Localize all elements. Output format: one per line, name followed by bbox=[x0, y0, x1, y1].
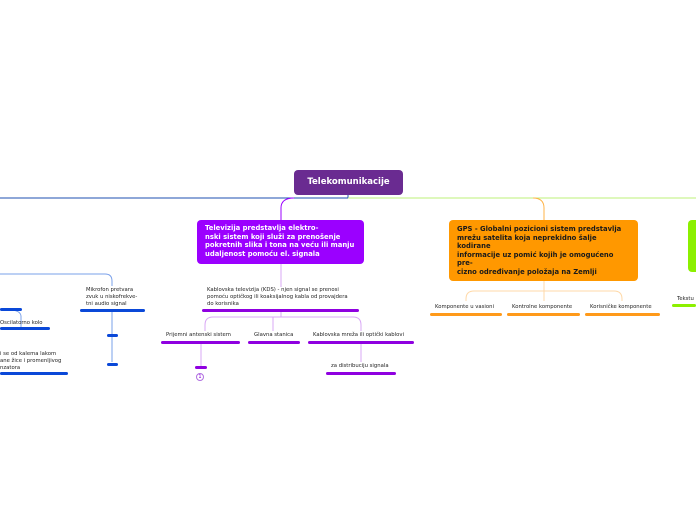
control-components-underline bbox=[507, 313, 580, 316]
right-branch-label[interactable]: Tekstu bbox=[677, 296, 694, 302]
oscillator-label[interactable]: Oscilatorno kolo bbox=[0, 320, 43, 326]
control-components-label[interactable]: Kontrolne komponente bbox=[512, 304, 573, 310]
receiver-sub-underline bbox=[195, 366, 207, 369]
television-topic[interactable]: Televizija predstavlja elektro- nski sis… bbox=[197, 220, 364, 264]
left-partial-underline bbox=[0, 308, 22, 311]
oscillator-description[interactable]: i se od kalema lakom ane žice i promenlj… bbox=[0, 351, 62, 371]
connector-root-tv bbox=[280, 197, 295, 220]
connector-root-left bbox=[0, 195, 349, 199]
right-branch-underline bbox=[672, 304, 696, 307]
space-components-underline bbox=[430, 313, 502, 316]
oscillator-description-underline bbox=[0, 372, 68, 375]
cable-tv-underline bbox=[202, 309, 359, 312]
receiver-antenna-underline bbox=[161, 341, 240, 344]
green-topic-partial[interactable] bbox=[688, 220, 696, 272]
distribution-underline bbox=[326, 372, 396, 375]
receiver-antenna-label[interactable]: Prijemni antenski sistem bbox=[166, 332, 231, 338]
cable-network-label[interactable]: Kablovska mreža ili optički kablovi bbox=[313, 332, 404, 338]
cable-network-underline bbox=[308, 341, 414, 344]
root-topic[interactable]: Telekomunikacije bbox=[294, 170, 403, 195]
head-station-underline bbox=[248, 341, 300, 344]
microphone-underline bbox=[80, 309, 145, 312]
cable-tv-label[interactable]: Kablovska televizija (KDS) - njen signal… bbox=[207, 287, 348, 307]
distribution-label[interactable]: za distribuciju signala bbox=[331, 363, 389, 369]
user-components-label[interactable]: Korisničke komponente bbox=[590, 304, 652, 310]
microphone-sub-underline-2 bbox=[107, 363, 118, 366]
gps-topic[interactable]: GPS - Globalni pozicioni sistem predstav… bbox=[449, 220, 638, 281]
connector-left-top bbox=[0, 273, 113, 286]
microphone-label[interactable]: Mikrofon pretvara zvuk u niskofrekve- tn… bbox=[86, 287, 138, 307]
connector-cable-children bbox=[204, 311, 362, 331]
user-components-underline bbox=[585, 313, 660, 316]
oscillator-underline bbox=[0, 327, 50, 330]
connector-gps-children bbox=[465, 281, 623, 301]
head-station-label[interactable]: Glavna stanica bbox=[254, 332, 294, 338]
collapsed-count-badge[interactable]: 1 bbox=[196, 373, 204, 381]
space-components-label[interactable]: Komponente u vasioni bbox=[435, 304, 494, 310]
connector-root-gps bbox=[532, 197, 545, 220]
microphone-sub-underline-1 bbox=[107, 334, 118, 337]
